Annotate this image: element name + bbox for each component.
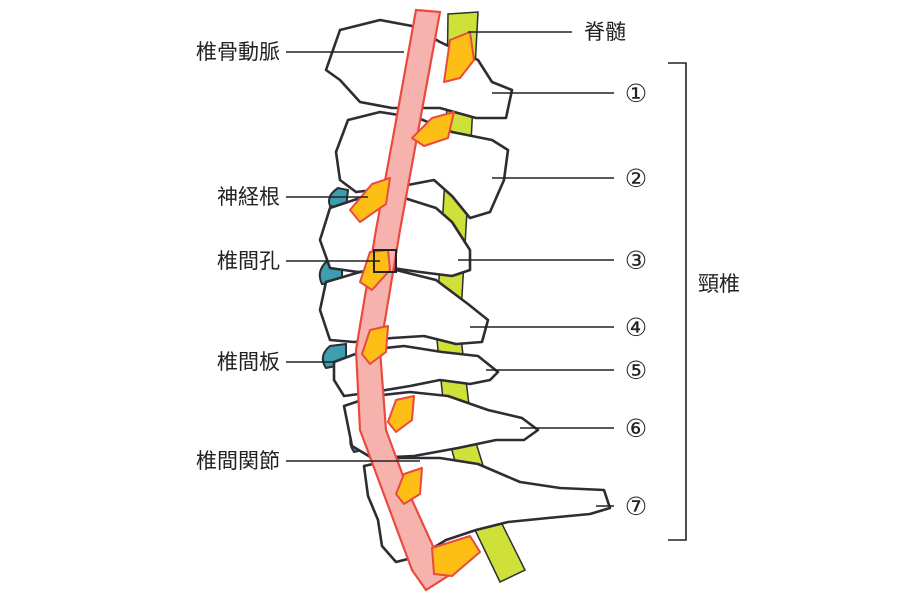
nerve-root-1: [443, 31, 475, 83]
label-intervertebral-disc: 椎間板: [217, 350, 280, 374]
vertebra-number-1: ①: [625, 79, 647, 108]
vertebra-number-2: ②: [625, 164, 647, 193]
nerve-root-2: [411, 111, 455, 147]
nerve-root-3: [349, 177, 391, 223]
nerve-roots: [349, 31, 481, 577]
vertebra-number-6: ⑥: [625, 414, 647, 443]
labels: 脊髄 椎骨動脈 神経根 椎間孔 椎間板 椎間関節 頸椎 ① ② ③ ④ ⑤ ⑥ …: [196, 20, 740, 521]
nerve-root-8: [431, 535, 481, 577]
cervical-bracket: [668, 62, 687, 541]
label-spinal-cord: 脊髄: [584, 20, 626, 44]
vertebra-number-7: ⑦: [625, 492, 647, 521]
label-facet-joint: 椎間関節: [196, 449, 280, 473]
label-nerve-root: 神経根: [217, 185, 280, 209]
vertebra-number-3: ③: [625, 246, 647, 275]
nerve-root-5: [361, 325, 389, 365]
label-vertebral-artery: 椎骨動脈: [196, 40, 280, 64]
label-cervical-spine: 頸椎: [698, 272, 740, 296]
nerve-root-7: [395, 467, 423, 505]
label-intervertebral-foramen: 椎間孔: [217, 249, 280, 273]
nerve-root-6: [387, 395, 415, 433]
vertebra-number-5: ⑤: [625, 356, 647, 385]
leader-lines: [286, 31, 687, 541]
vertebrae-bones: [318, 18, 612, 564]
vertebra-number-4: ④: [625, 313, 647, 342]
